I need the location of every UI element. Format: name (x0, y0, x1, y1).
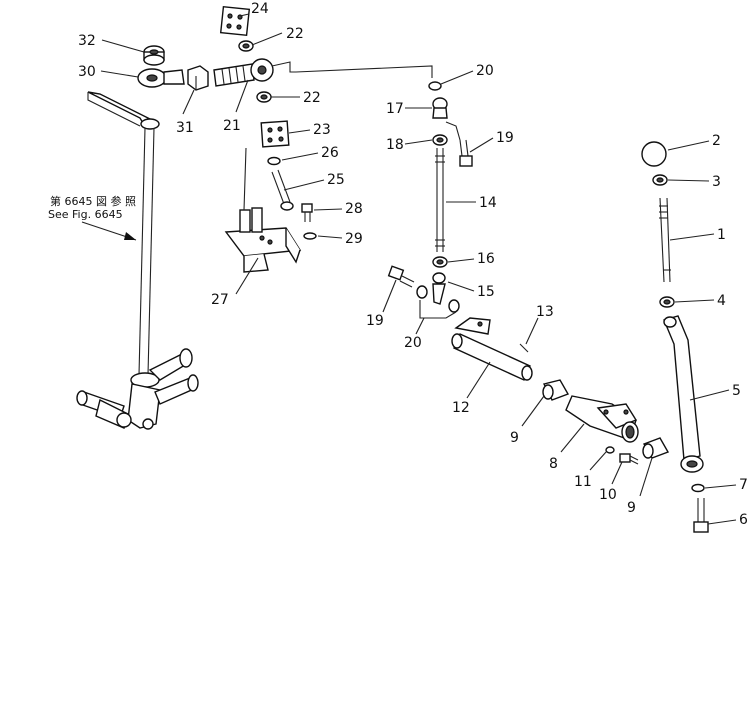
part-29-washer (303, 232, 317, 240)
part-12-shaft (451, 317, 533, 381)
part-23-plate (260, 120, 290, 148)
callout-4: 4 (717, 293, 726, 309)
callout-20-upper: 20 (476, 63, 494, 79)
part-20-nut-lower (416, 285, 460, 319)
part-27-bracket (224, 147, 302, 273)
part-6-bolt (693, 498, 709, 533)
callout-29: 29 (345, 231, 363, 247)
callout-32: 32 (78, 33, 96, 49)
reference-note-japanese: 第 6645 図 参 照 (50, 194, 136, 208)
reference-note: 第 6645 図 参 照 See Fig. 6645 (48, 194, 137, 241)
callout-11: 11 (574, 474, 592, 490)
reference-arrow-icon (124, 232, 136, 240)
part-9-bushing-right (642, 437, 670, 459)
part-22-nut-upper (238, 40, 254, 52)
callout-19-upper: 19 (496, 130, 514, 146)
left-lever-assembly (76, 91, 199, 430)
part-26-washer (267, 156, 281, 166)
callout-2: 2 (712, 133, 721, 149)
callout-24: 24 (251, 1, 269, 17)
callout-31: 31 (176, 120, 194, 136)
callout-19-lower: 19 (366, 313, 384, 329)
part-8-housing (565, 395, 639, 443)
part-5-lever (663, 315, 704, 473)
reference-note-english: See Fig. 6645 (48, 208, 123, 221)
callout-30: 30 (78, 64, 96, 80)
part-30-rod-end (137, 68, 185, 88)
callout-22-lower: 22 (303, 90, 321, 106)
part-17-link (445, 121, 461, 141)
part-10-bolt (619, 453, 639, 465)
part-17-ball-joint (432, 97, 448, 119)
callout-27: 27 (211, 292, 229, 308)
callout-17: 17 (386, 101, 404, 117)
part-4-nut (659, 296, 675, 308)
callout-13: 13 (536, 304, 554, 320)
callout-7: 7 (739, 477, 748, 493)
callout-5: 5 (732, 383, 741, 399)
callout-14: 14 (479, 195, 497, 211)
callout-16: 16 (477, 251, 495, 267)
part-31-nut (187, 65, 209, 91)
leader-lines (100, 13, 737, 525)
part-13-pin (519, 343, 529, 353)
link-rod (295, 65, 433, 78)
part-11-washer (605, 446, 615, 454)
callout-22-upper: 22 (286, 26, 304, 42)
part-19-bolt-lower (387, 265, 415, 288)
part-3-nut (652, 174, 668, 186)
part-32-nut (143, 45, 165, 66)
callout-8: 8 (549, 456, 558, 472)
callout-9-left: 9 (510, 430, 519, 446)
callout-6: 6 (739, 512, 748, 528)
callout-18: 18 (386, 137, 404, 153)
part-22-nut-lower (256, 91, 272, 103)
callout-12: 12 (452, 400, 470, 416)
callout-21: 21 (223, 118, 241, 134)
part-2-knob (641, 141, 667, 167)
part-7-washer (691, 483, 705, 493)
callout-3: 3 (712, 174, 721, 190)
part-28-bolt (301, 203, 313, 222)
part-18-nut (432, 134, 448, 146)
part-16-nut (432, 256, 448, 268)
callout-15: 15 (477, 284, 495, 300)
callout-9-right: 9 (627, 500, 636, 516)
callout-1: 1 (717, 227, 726, 243)
part-21-ball-joint (213, 58, 296, 87)
callout-28: 28 (345, 201, 363, 217)
part-14-rod (435, 148, 445, 252)
callout-20-lower: 20 (404, 335, 422, 351)
callout-labels: 32 30 31 21 22 24 22 23 26 25 28 29 27 2… (78, 1, 748, 528)
callout-26: 26 (321, 145, 339, 161)
part-20-nut-upper (428, 81, 442, 91)
part-24-plate (219, 5, 251, 37)
part-19-bolt-upper (459, 139, 473, 167)
part-15-ball-joint (432, 272, 446, 305)
callout-10: 10 (599, 487, 617, 503)
part-25-bolt (271, 169, 294, 211)
part-9-bushing-left (542, 379, 570, 401)
callout-23: 23 (313, 122, 331, 138)
part-1-rod (659, 197, 671, 283)
callout-25: 25 (327, 172, 345, 188)
